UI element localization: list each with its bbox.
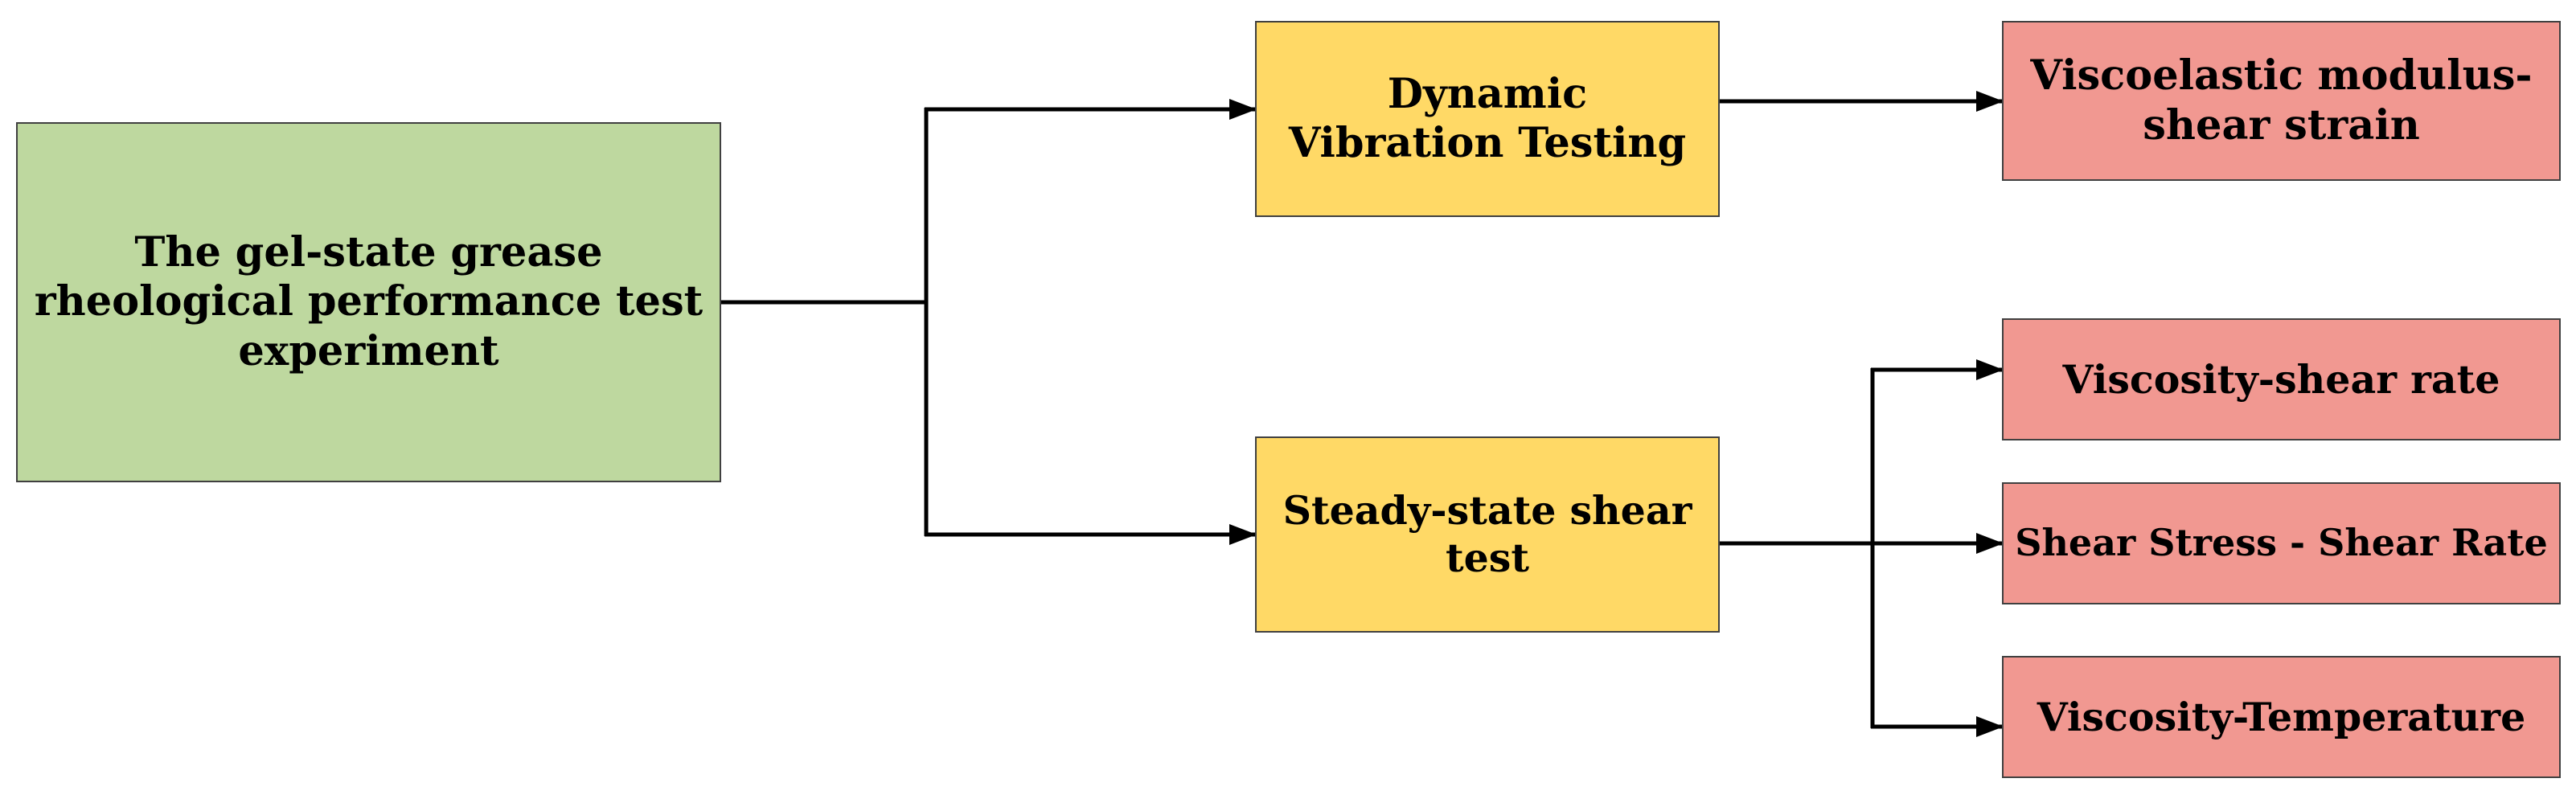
node-viscosity-shear-rate: Viscosity-shear rate: [2002, 318, 2561, 440]
node-stress-rate-label: Shear Stress - Shear Rate: [2015, 521, 2548, 565]
node-steady-label: Steady-state shear test: [1282, 487, 1692, 581]
node-visc-rate-label: Viscosity-shear rate: [2062, 355, 2500, 403]
node-viscoelastic-modulus: Viscoelastic modulus-shear strain: [2002, 21, 2561, 181]
node-viscosity-temperature: Viscosity-Temperature: [2002, 656, 2561, 778]
node-dynamic-vibration-testing: Dynamic Vibration Testing: [1255, 21, 1720, 217]
node-visco-mod-label: Viscoelastic modulus-shear strain: [2030, 51, 2533, 150]
node-root-label: The gel-state grease rheological perform…: [34, 228, 703, 375]
node-steady-state-shear-test: Steady-state shear test: [1255, 436, 1720, 633]
node-root-experiment: The gel-state grease rheological perform…: [16, 122, 721, 482]
node-shear-stress-shear-rate: Shear Stress - Shear Rate: [2002, 482, 2561, 604]
node-visc-temp-label: Viscosity-Temperature: [2037, 693, 2526, 740]
node-dynamic-label: Dynamic Vibration Testing: [1288, 69, 1687, 167]
